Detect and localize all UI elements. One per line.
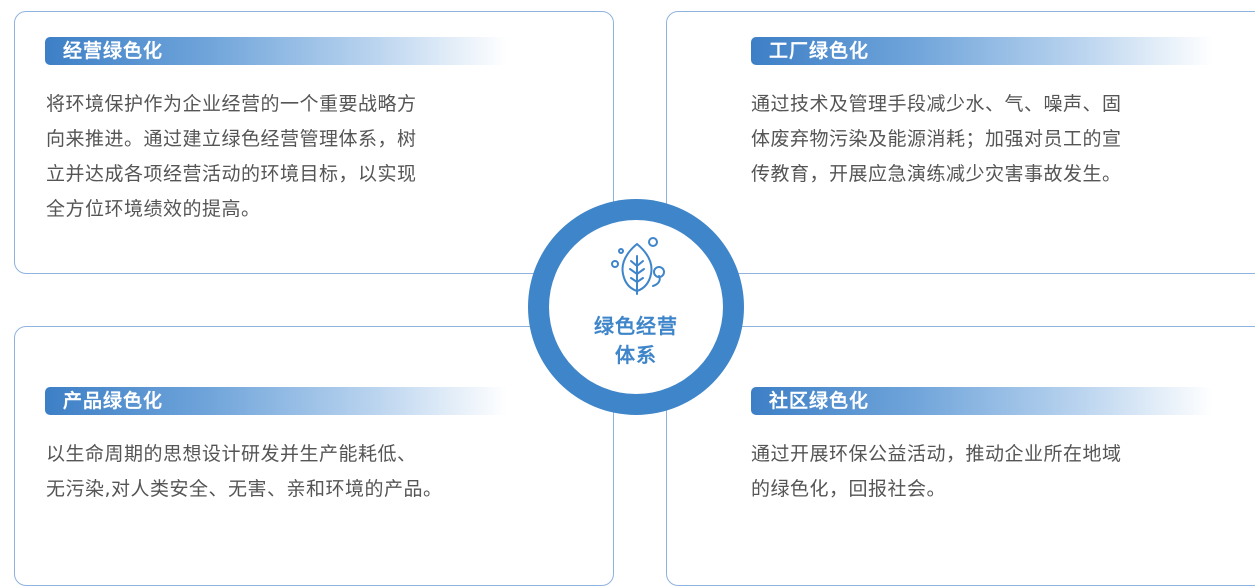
product-green-card bbox=[14, 326, 614, 586]
factory-green-title-tag: 工厂绿色化 bbox=[751, 37, 1213, 65]
community-green-line: 通过开展环保公益活动，推动企业所在地域 bbox=[751, 443, 1122, 465]
community-green-line: 的绿色化，回报社会。 bbox=[751, 478, 947, 500]
business-green-line: 全方位环境绩效的提高。 bbox=[46, 198, 261, 220]
business-green-line: 向来推进。通过建立绿色经营管理体系，树 bbox=[46, 128, 417, 150]
factory-green-line: 通过技术及管理手段减少水、气、噪声、固 bbox=[751, 93, 1122, 115]
hub-label: 绿色经营 体系 bbox=[560, 312, 712, 370]
leaf-icon bbox=[611, 237, 665, 295]
product-green-title-tag: 产品绿色化 bbox=[45, 387, 507, 415]
business-green-title: 经营绿色化 bbox=[63, 40, 164, 62]
product-green-title: 产品绿色化 bbox=[63, 390, 164, 412]
factory-green-description: 通过技术及管理手段减少水、气、噪声、固 体废弃物污染及能源消耗；加强对员工的宣 … bbox=[751, 87, 1221, 192]
business-green-description: 将环境保护作为企业经营的一个重要战略方 向来推进。通过建立绿色经营管理体系，树 … bbox=[46, 87, 516, 227]
product-green-description: 以生命周期的思想设计研发并生产能耗低、 无污染,对人类安全、无害、亲和环境的产品… bbox=[46, 437, 516, 507]
factory-green-line: 传教育，开展应急演练减少灾害事故发生。 bbox=[751, 163, 1122, 185]
community-green-card bbox=[666, 326, 1255, 586]
business-green-line: 将环境保护作为企业经营的一个重要战略方 bbox=[46, 93, 417, 115]
hub-label-line1: 绿色经营 bbox=[594, 314, 678, 338]
community-green-title-tag: 社区绿色化 bbox=[751, 387, 1213, 415]
product-green-line: 无污染,对人类安全、无害、亲和环境的产品。 bbox=[46, 478, 443, 500]
hub-center bbox=[549, 220, 723, 394]
factory-green-title: 工厂绿色化 bbox=[769, 40, 870, 62]
community-green-description: 通过开展环保公益活动，推动企业所在地域 的绿色化，回报社会。 bbox=[751, 437, 1221, 507]
factory-green-line: 体废弃物污染及能源消耗；加强对员工的宣 bbox=[751, 128, 1122, 150]
business-green-title-tag: 经营绿色化 bbox=[45, 37, 507, 65]
community-green-title: 社区绿色化 bbox=[769, 390, 870, 412]
business-green-line: 立并达成各项经营活动的环境目标，以实现 bbox=[46, 163, 417, 185]
product-green-line: 以生命周期的思想设计研发并生产能耗低、 bbox=[46, 443, 417, 465]
hub-label-line2: 体系 bbox=[615, 343, 657, 367]
